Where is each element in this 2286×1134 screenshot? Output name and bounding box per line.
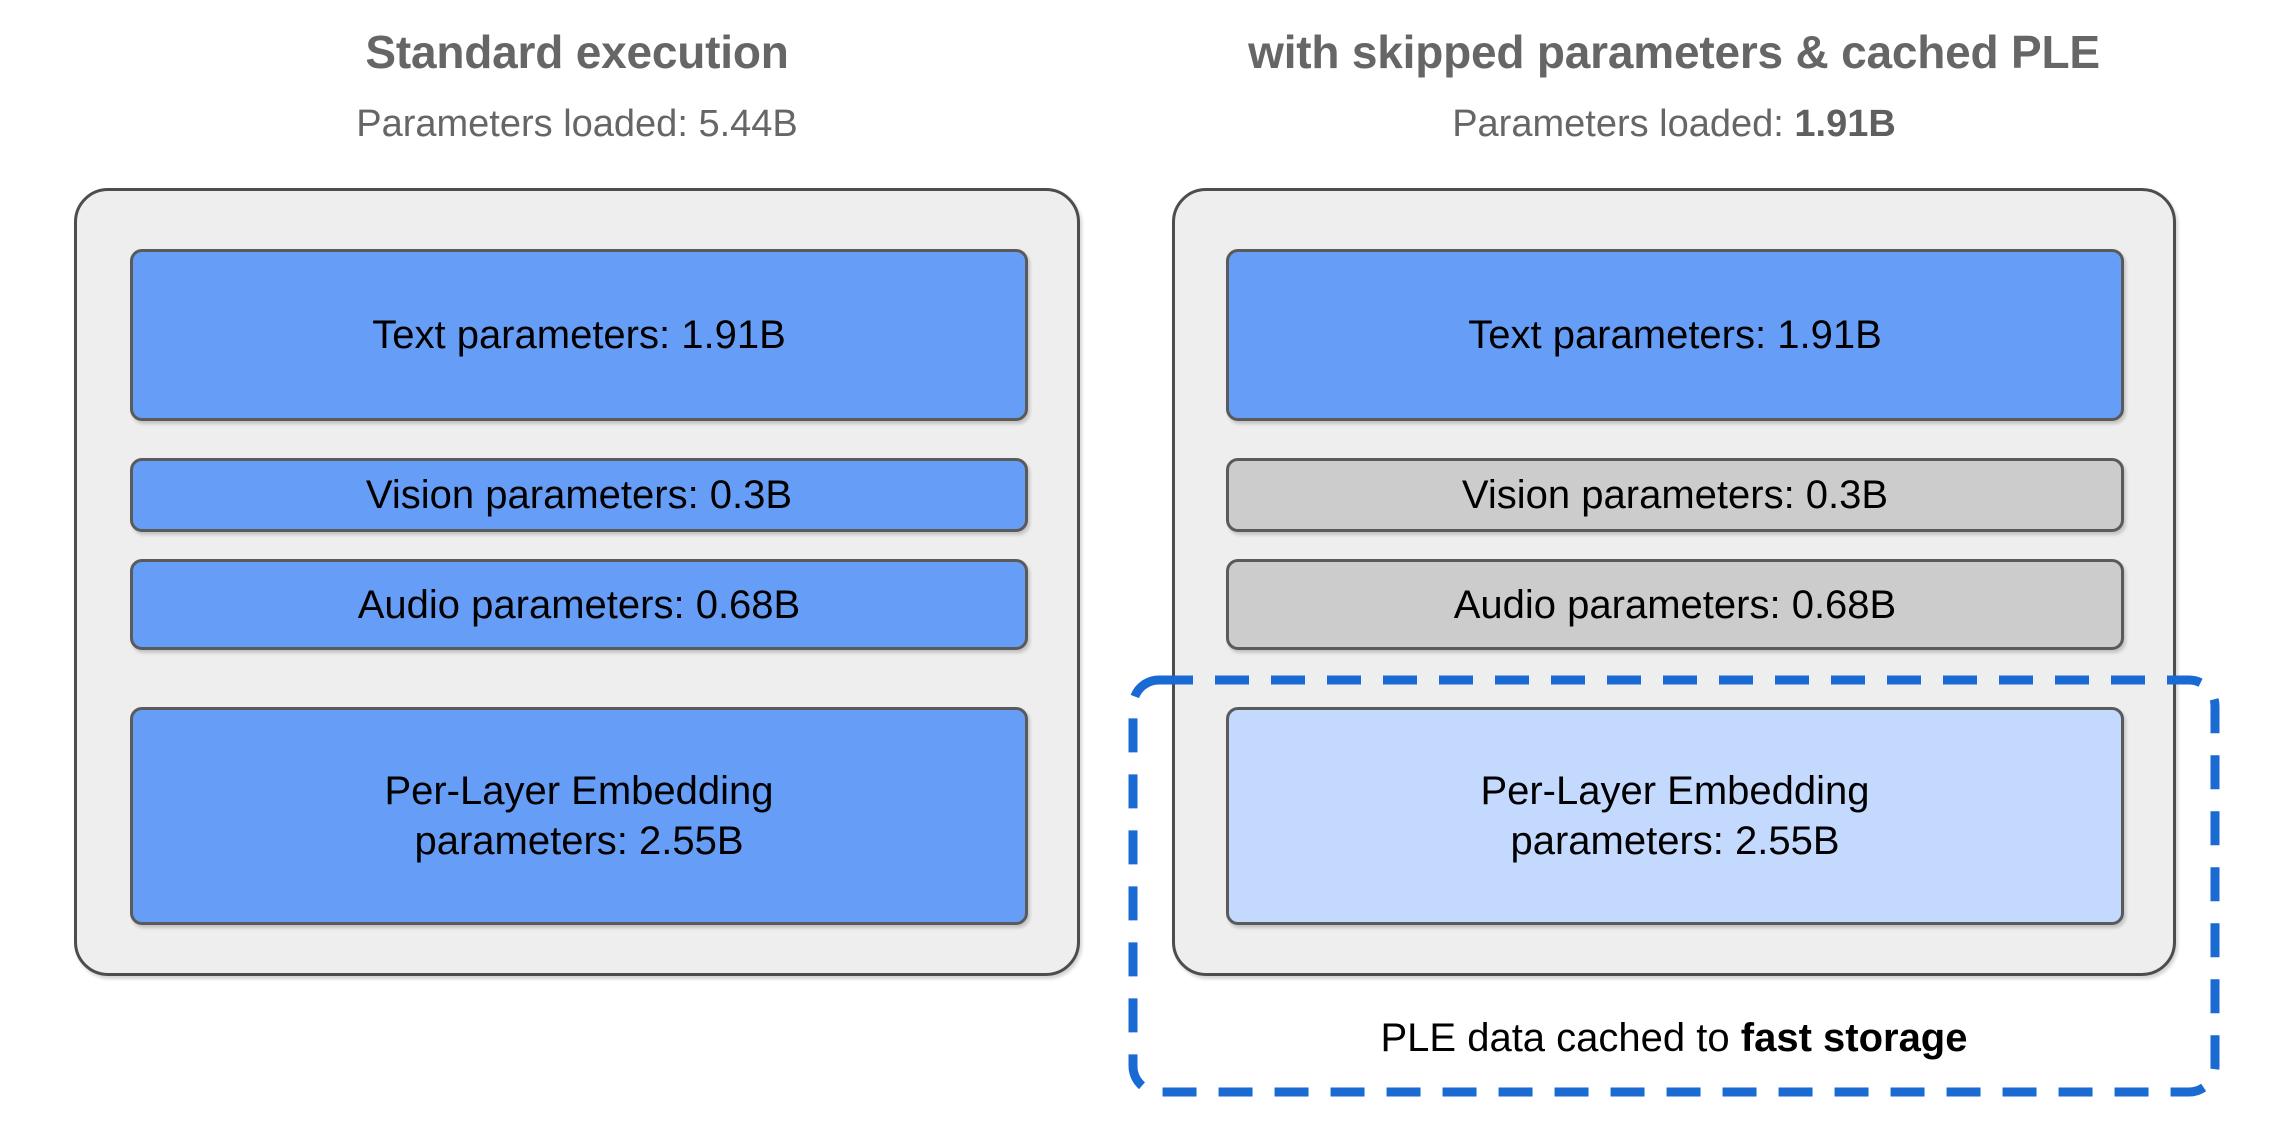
- cache-caption-emphasis: fast storage: [1740, 1016, 1968, 1060]
- block-label-line-2: parameters: 2.55B: [1510, 819, 1840, 863]
- block-vision-parameters-optimized[interactable]: Vision parameters: 0.3B: [1226, 458, 2124, 532]
- subtitle-value-optimized: 1.91B: [1794, 103, 1896, 145]
- block-label-line-2: parameters: 2.55B: [414, 819, 744, 863]
- block-per-layer-embedding-optimized[interactable]: Per-Layer Embedding parameters: 2.55B: [1226, 707, 2124, 925]
- block-audio-parameters-optimized[interactable]: Audio parameters: 0.68B: [1226, 559, 2124, 650]
- block-label: Audio parameters: 0.68B: [357, 582, 801, 627]
- subtitle-value-standard: 5.44B: [698, 103, 798, 145]
- block-label-line-1: Per-Layer Embedding: [384, 769, 774, 813]
- block-text-parameters-optimized[interactable]: Text parameters: 1.91B: [1226, 249, 2124, 421]
- block-vision-parameters-standard[interactable]: Vision parameters: 0.3B: [130, 458, 1028, 532]
- block-per-layer-embedding-standard[interactable]: Per-Layer Embedding parameters: 2.55B: [130, 707, 1028, 925]
- cache-caption-prefix: PLE data cached to: [1380, 1016, 1741, 1060]
- block-label: Audio parameters: 0.68B: [1453, 582, 1897, 627]
- block-label: Vision parameters: 0.3B: [1461, 473, 1889, 517]
- block-label: Text parameters: 1.91B: [1468, 313, 1882, 357]
- block-label: Text parameters: 1.91B: [372, 313, 786, 357]
- block-text-parameters-standard[interactable]: Text parameters: 1.91B: [130, 249, 1028, 421]
- cache-caption: PLE data cached to fast storage: [1172, 1016, 2176, 1061]
- block-label-line-1: Per-Layer Embedding: [1480, 769, 1870, 813]
- panel-standard-execution: Text parameters: 1.91B Vision parameters…: [74, 188, 1080, 976]
- column-subtitle-standard: Parameters loaded: 5.44B: [74, 103, 1080, 146]
- panel-optimized-execution: Text parameters: 1.91B Vision parameters…: [1172, 188, 2176, 976]
- column-title-standard: Standard execution: [365, 26, 789, 78]
- column-subtitle-optimized: Parameters loaded: 1.91B: [1172, 103, 2176, 146]
- subtitle-prefix-optimized: Parameters loaded:: [1452, 103, 1795, 145]
- column-title-optimized: with skipped parameters & cached PLE: [1248, 26, 2100, 78]
- block-audio-parameters-standard[interactable]: Audio parameters: 0.68B: [130, 559, 1028, 650]
- block-label: Vision parameters: 0.3B: [365, 473, 793, 517]
- subtitle-prefix-standard: Parameters loaded:: [356, 103, 699, 145]
